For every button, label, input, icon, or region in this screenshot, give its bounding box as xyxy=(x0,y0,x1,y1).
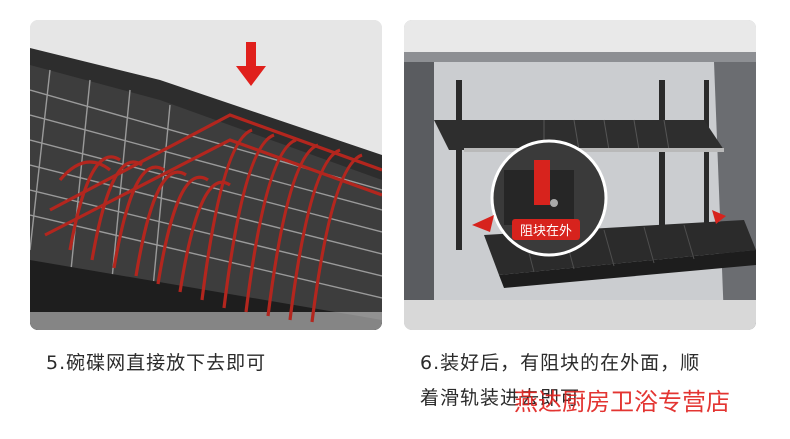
step6-caption-line1: 6.装好后，有阻块的在外面，顺 xyxy=(420,352,701,374)
step5-caption: 5.碗碟网直接放下去即可 xyxy=(46,352,267,374)
dish-rack-closeup-illustration xyxy=(30,20,382,330)
step6-caption-line2: 着滑轨装进去即可 xyxy=(420,387,581,409)
down-arrow-icon xyxy=(236,42,266,86)
store-watermark: 燕达厨房卫浴专营店 xyxy=(514,388,730,416)
step6-image xyxy=(404,20,756,330)
callout-label: 阻块在外 xyxy=(512,219,581,240)
left-arrow-icon xyxy=(472,215,494,232)
right-arrow-icon xyxy=(712,210,726,224)
step5-image xyxy=(30,20,382,330)
cabinet-install-illustration xyxy=(404,20,756,330)
